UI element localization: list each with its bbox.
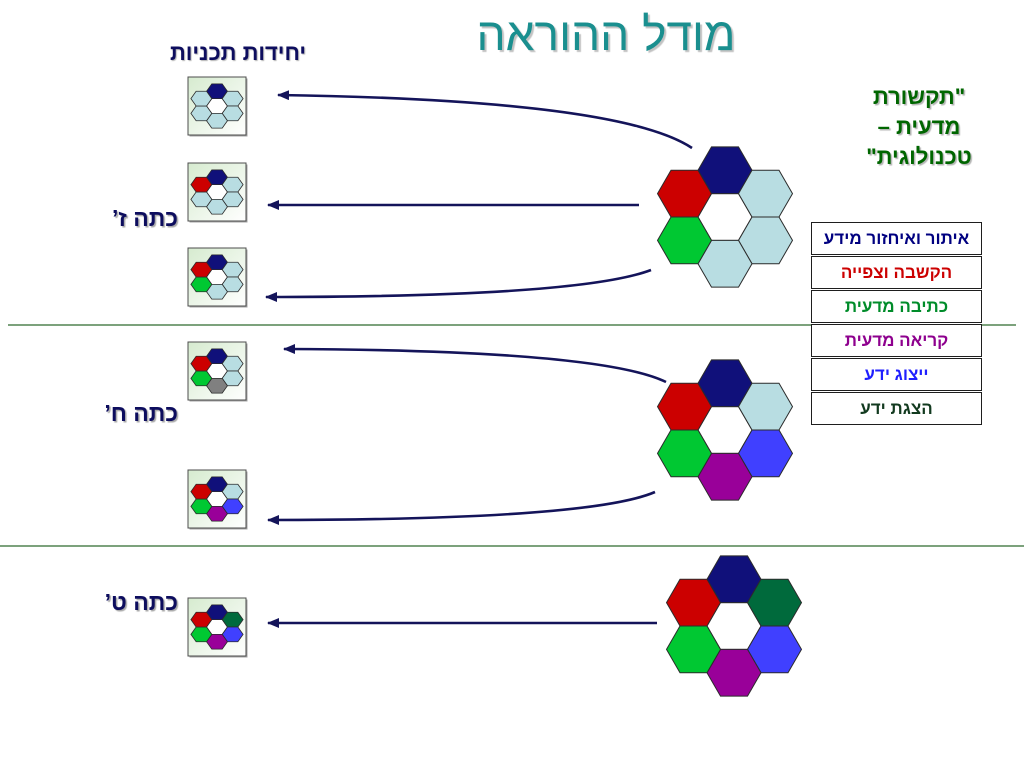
callout-text: "תקשורת מדעית – טכנולוגית" (839, 82, 999, 172)
unit-boxes (187, 76, 248, 658)
hex-upper-left (190, 90, 213, 107)
skill-row: איתור ואיחזור מידע (811, 222, 982, 255)
unit-box (187, 469, 248, 530)
page-title: מודל ההוראה (476, 8, 736, 60)
hex-upper-left (190, 611, 213, 628)
skill-cluster (656, 146, 794, 288)
skill-label: הצגת ידע (860, 399, 933, 418)
callout-line: מדעית – (877, 114, 961, 139)
callout-line: טכנולוגית" (866, 144, 972, 169)
skill-row: הצגת ידע (811, 392, 982, 425)
skill-row: כתיבה מדעית (811, 290, 982, 323)
arrow (267, 490, 656, 525)
unit-box (187, 341, 248, 402)
hex-upper-left (665, 578, 722, 627)
skill-row: הקשבה וצפייה (811, 256, 982, 289)
skill-row: ייצוג ידע (811, 358, 982, 391)
arrow (265, 268, 652, 302)
grade-label: כתה ח’ (104, 400, 178, 426)
hex-upper-left (190, 355, 213, 372)
skill-label: איתור ואיחזור מידע (823, 229, 970, 248)
arrow (277, 90, 693, 150)
skill-row: קריאה מדעית (811, 324, 982, 357)
skill-clusters (656, 146, 803, 697)
hex-upper-left (190, 261, 213, 278)
hex-upper-left (656, 169, 713, 218)
grade-label: כתה ט’ (104, 589, 178, 615)
unit-box (187, 76, 248, 137)
grade-label: כתה ז’ (112, 205, 178, 231)
hex-upper-left (190, 176, 213, 193)
skill-cluster (665, 555, 803, 697)
arrow (283, 344, 667, 384)
callout-line: "תקשורת (872, 84, 966, 109)
skill-label: קריאה מדעית (844, 331, 949, 350)
units-label: יחידות תכניות (169, 40, 307, 65)
unit-box (187, 597, 248, 658)
skill-label: ייצוג ידע (864, 365, 929, 384)
skills-table: איתור ואיחזור מידע הקשבה וצפייה כתיבה מד… (811, 222, 982, 426)
skill-label: הקשבה וצפייה (840, 263, 953, 282)
skill-cluster (656, 359, 794, 501)
unit-box (187, 247, 248, 308)
hex-upper-left (190, 483, 213, 500)
hex-upper-left (656, 382, 713, 431)
unit-box (187, 162, 248, 223)
skill-label: כתיבה מדעית (844, 297, 949, 316)
